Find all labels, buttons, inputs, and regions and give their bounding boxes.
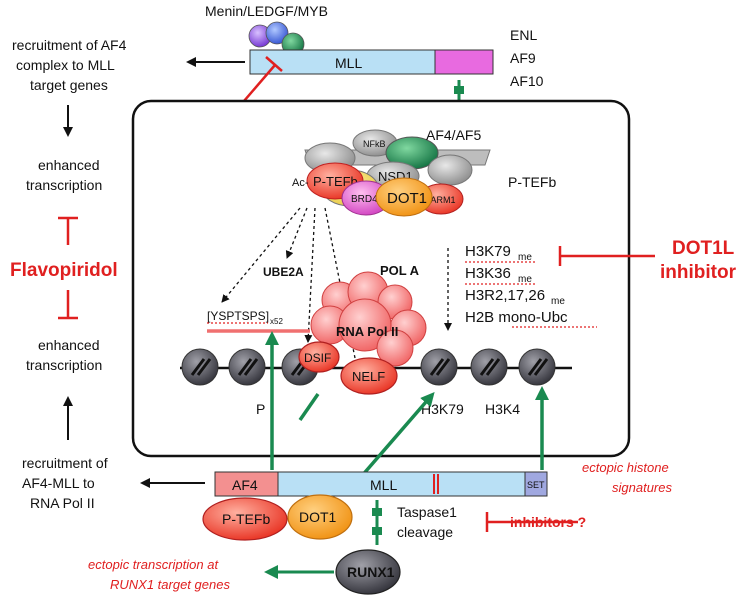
nucleosomes (181, 348, 556, 386)
enhanced-2-line2: transcription (26, 357, 102, 373)
ptefb-bottom-label: P-TEFb (222, 511, 270, 527)
nelf-ball (340, 357, 398, 395)
runx1-label: RUNX1 (347, 564, 395, 580)
h3k79-label: H3K79 (421, 401, 464, 417)
dsif-ball (298, 341, 340, 373)
recruit-af4-line1: recruitment of AF4 (12, 37, 127, 53)
ledgf-ball (265, 21, 289, 45)
partner-af10: AF10 (510, 73, 544, 89)
flavopiridol-label: Flavopiridol (10, 260, 118, 281)
mark-h3k36-me: me (518, 274, 532, 285)
dot1-ball (375, 177, 433, 217)
taspase-line1: Taspase1 (397, 504, 457, 520)
rna-pol-ii: RNA Pol II (310, 271, 427, 367)
ptefb-label: P-TEFb (313, 174, 358, 189)
enhanced-1-line2: transcription (26, 177, 102, 193)
under-dev-inhibitor-bar (265, 56, 283, 72)
mll-bar-bottom (277, 471, 526, 497)
dot1-bottom-label: DOT1 (299, 509, 337, 525)
set-domain (524, 471, 548, 497)
mark-h3k36: H3K36 (465, 265, 511, 282)
brd4-label: BRD4 (351, 194, 378, 205)
mll-label-top: MLL (335, 55, 362, 71)
inhibitors-label: inhibitors ? (510, 514, 586, 530)
dsif-label: DSIF (304, 351, 331, 365)
recruit-af4mll-line2: AF4-MLL to (22, 475, 95, 491)
ctd-sub: x52 (270, 317, 283, 326)
ectopic-tx-line1: ectopic transcription at (88, 557, 219, 572)
af4-af5-label: AF4/AF5 (426, 127, 481, 143)
recruit-af4-line2: complex to MLL (16, 57, 115, 73)
enhanced-2-line1: enhanced (38, 337, 100, 353)
menin-label: Menin/LEDGF/MYB (205, 3, 328, 19)
pola-label: POL A (380, 263, 420, 278)
mark-h3k79-me: me (518, 252, 532, 263)
dot1l-line2: inhibitor (660, 262, 737, 283)
dotted-arrows (221, 207, 452, 369)
nelf-label: NELF (352, 369, 385, 384)
rna-pol-label: RNA Pol II (336, 324, 398, 339)
mll-bottom-label: MLL (370, 477, 397, 493)
recruit-af4mll-line1: recruitment of (22, 455, 108, 471)
p-label: P (256, 401, 265, 417)
partner-af9: AF9 (510, 50, 536, 66)
set-label: SET (527, 480, 545, 490)
recruit-af4-line3: target genes (30, 77, 108, 93)
mark-h3k79: H3K79 (465, 243, 511, 260)
af4-bottom-label: AF4 (232, 477, 258, 493)
nfkb-label: NFkB (363, 139, 386, 149)
ptefb-right-label: P-TEFb (508, 174, 556, 190)
mark-h3r: H3R2,17,26 (465, 287, 545, 304)
runx1-ball (335, 549, 401, 595)
mark-h3r-me: me (551, 296, 565, 307)
green-arrows (265, 331, 549, 480)
top-mll-complex: MLL (248, 21, 494, 75)
dot1-label: DOT1 (387, 190, 427, 207)
partner-bar-top (434, 49, 494, 75)
mark-h2b: H2B mono-Ubc (465, 309, 568, 326)
h3k4-label: H3K4 (485, 401, 520, 417)
taspase-node-2 (372, 527, 382, 535)
partner-enl: ENL (510, 27, 537, 43)
ube2a-label: UBE2A (263, 265, 304, 279)
ac-label: Ac- (292, 177, 309, 189)
dot1l-line1: DOT1L (672, 238, 735, 259)
carm1-label: CARM1 (424, 195, 456, 205)
gray-ball-right (427, 154, 473, 186)
ectopic-histone-line2: signatures (612, 480, 672, 495)
link-node-1 (454, 86, 464, 94)
ctd-label: [YSPTSPS] (207, 309, 269, 323)
taspase-node-1 (372, 508, 382, 516)
enhanced-1-line1: enhanced (38, 157, 100, 173)
dot1-bottom-ball (287, 494, 353, 540)
recruit-af4mll-line3: RNA Pol II (30, 495, 95, 511)
ectopic-histone-line1: ectopic histone (582, 460, 669, 475)
ptefb-bottom-ball (202, 497, 288, 541)
taspase-line2: cleavage (397, 524, 453, 540)
ectopic-tx-line2: RUNX1 target genes (110, 577, 230, 592)
